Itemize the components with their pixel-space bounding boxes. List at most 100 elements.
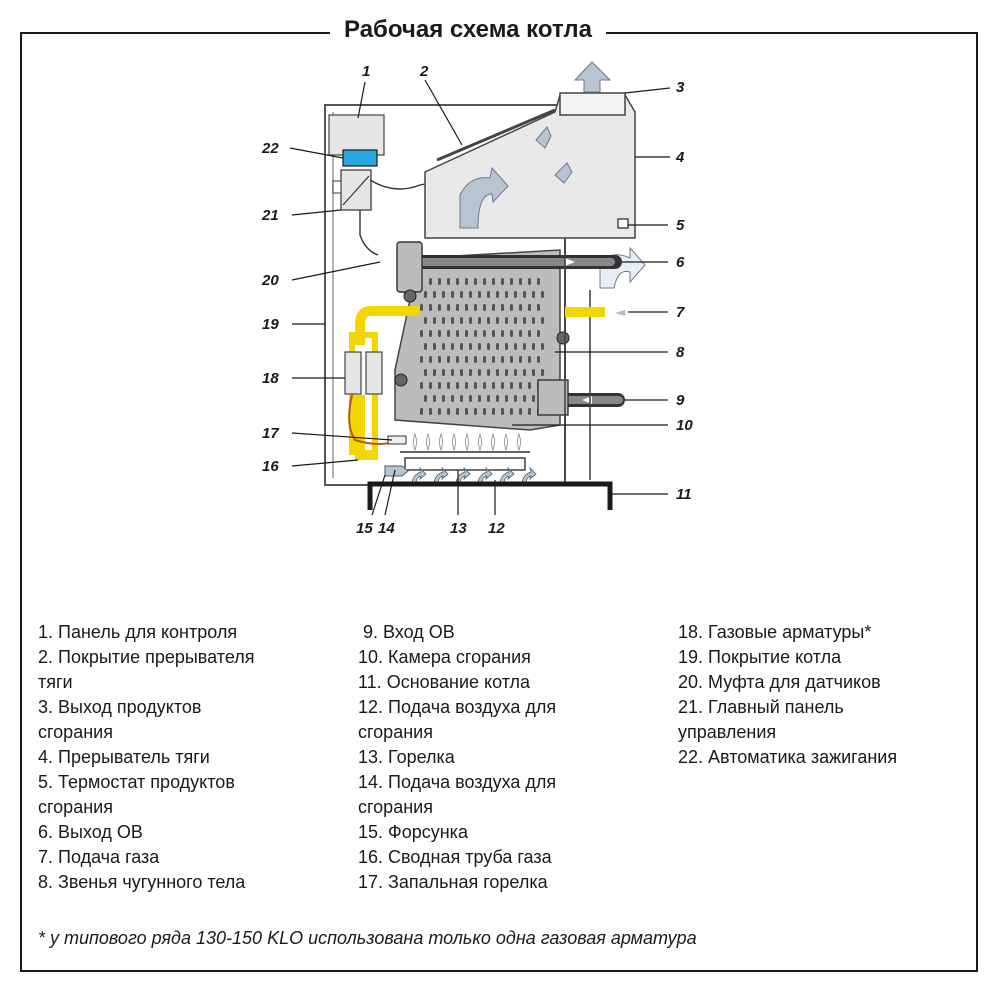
exchanger-hole — [514, 343, 517, 350]
callout-18: 18 — [262, 370, 279, 387]
exchanger-hole — [483, 356, 486, 363]
gas-valve-1 — [344, 351, 362, 395]
legend-item: сгорания — [358, 797, 433, 817]
exchanger-hole — [424, 369, 427, 376]
flame-icon — [465, 432, 469, 452]
exchanger-hole — [447, 330, 450, 337]
exchanger-hole — [532, 317, 535, 324]
air-arrow-icon — [477, 466, 493, 483]
callout-21: 21 — [261, 207, 279, 224]
leader-lines — [289, 79, 671, 516]
exchanger-hole — [474, 356, 477, 363]
exchanger-hole — [528, 330, 531, 337]
exchanger-hole — [492, 408, 495, 415]
exchanger-hole — [451, 291, 454, 298]
exchanger-hole — [447, 408, 450, 415]
callout-19: 19 — [262, 316, 279, 333]
legend-item: сгорания — [38, 722, 113, 742]
exchanger-hole — [469, 369, 472, 376]
exchanger-hole — [438, 356, 441, 363]
exchanger-hole — [487, 369, 490, 376]
exchanger-hole — [460, 317, 463, 324]
legend-item: 1. Панель для контроля — [38, 622, 238, 642]
flame-icon — [426, 432, 430, 452]
exchanger-hole — [478, 343, 481, 350]
air-supply-arrows — [411, 466, 537, 483]
exchanger-hole — [519, 330, 522, 337]
exchanger-hole — [460, 291, 463, 298]
exchanger-hole — [532, 369, 535, 376]
legend-column-2: 9. Вход ОВ 10. Камера сгорания 11. Основ… — [358, 620, 556, 895]
legend-item: 2. Покрытие прерывателя — [38, 647, 255, 667]
exchanger-hole — [528, 382, 531, 389]
main-control-panel — [340, 169, 372, 211]
exchanger-hole — [424, 395, 427, 402]
nozzle — [384, 465, 409, 477]
flame-icon — [413, 432, 417, 452]
exchanger-hole — [478, 291, 481, 298]
legend-column-1: 1. Панель для контроля 2. Покрытие преры… — [38, 620, 255, 895]
exchanger-hole — [465, 278, 468, 285]
air-arrow-icon — [411, 466, 427, 483]
exchanger-hole — [478, 317, 481, 324]
exchanger-hole — [510, 382, 513, 389]
exchanger-hole — [483, 382, 486, 389]
page-title: Рабочая схема котла — [330, 14, 606, 46]
exchanger-hole — [510, 356, 513, 363]
exchanger-hole — [528, 408, 531, 415]
exchanger-hole — [424, 343, 427, 350]
callout-9: 9 — [676, 392, 685, 409]
exchanger-hole — [442, 343, 445, 350]
exchanger-hole — [429, 278, 432, 285]
exchanger-hole — [429, 408, 432, 415]
gas-manifold-pipe — [355, 306, 420, 345]
callout-5: 5 — [676, 217, 685, 234]
exchanger-hole — [483, 408, 486, 415]
legend-item: 13. Горелка — [358, 747, 455, 767]
exchanger-hole — [438, 304, 441, 311]
exchanger-hole — [505, 291, 508, 298]
air-arrow-icon — [521, 466, 537, 483]
exchanger-hole — [519, 304, 522, 311]
gas-valve-2 — [365, 351, 383, 395]
exchanger-hole — [456, 382, 459, 389]
air-arrow-icon — [433, 466, 449, 483]
legend-item: 17. Запальная горелка — [358, 872, 548, 892]
flame-icon — [478, 432, 482, 452]
legend-item: 18. Газовые арматуры* — [678, 622, 872, 642]
exchanger-hole — [460, 343, 463, 350]
exchanger-hole — [519, 382, 522, 389]
callout-20: 20 — [261, 272, 279, 289]
exchanger-hole — [451, 343, 454, 350]
exchanger-hole — [519, 408, 522, 415]
exchanger-hole — [505, 369, 508, 376]
exchanger-hole — [487, 291, 490, 298]
exchanger-hole — [469, 343, 472, 350]
exchanger-hole — [433, 343, 436, 350]
exchanger-hole — [433, 395, 436, 402]
exchanger-hole — [438, 278, 441, 285]
callout-3: 3 — [676, 79, 685, 96]
exchanger-hole — [519, 356, 522, 363]
exchanger-hole — [510, 304, 513, 311]
exchanger-hole — [510, 278, 513, 285]
exchanger-hole — [442, 369, 445, 376]
legend-item: 7. Подача газа — [38, 847, 160, 867]
exchanger-hole — [474, 304, 477, 311]
exchanger-hole — [537, 330, 540, 337]
exchanger-hole — [487, 343, 490, 350]
flame-icon — [452, 432, 456, 452]
callout-4: 4 — [675, 149, 685, 166]
exchanger-hole — [429, 304, 432, 311]
exchanger-hole — [433, 291, 436, 298]
exchanger-hole — [487, 395, 490, 402]
exchanger-hole — [528, 356, 531, 363]
exchanger-hole — [510, 408, 513, 415]
flue-thermostat — [617, 218, 629, 229]
exchanger-hole — [496, 317, 499, 324]
exchanger-hole — [514, 291, 517, 298]
legend-item: 12. Подача воздуха для — [358, 697, 557, 717]
exchanger-hole — [451, 317, 454, 324]
exchanger-hole — [469, 291, 472, 298]
exchanger-hole — [523, 369, 526, 376]
